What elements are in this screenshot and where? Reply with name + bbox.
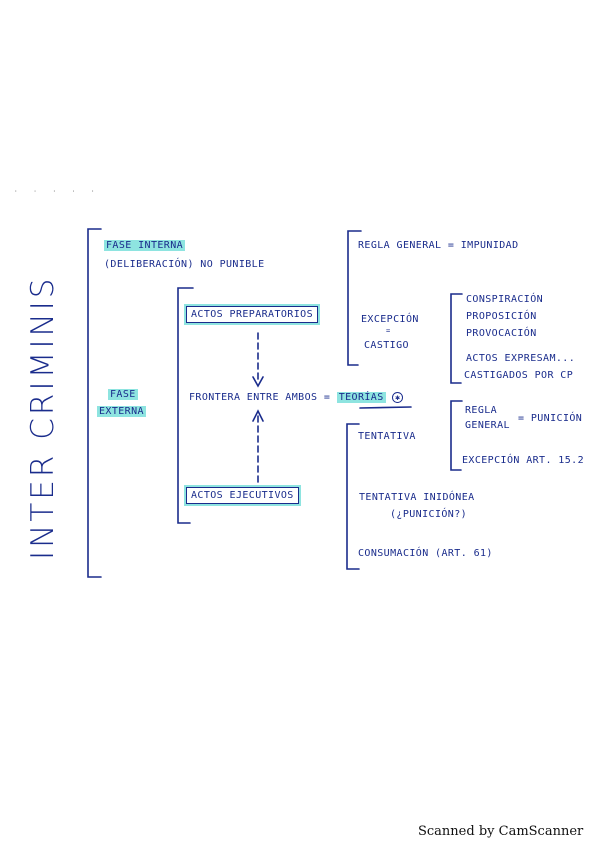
preparatorios-bracket [347, 230, 362, 366]
externa-bracket [177, 287, 194, 524]
frontera-label: FRONTERA ENTRE AMBOS = [189, 392, 331, 403]
actos-preparatorios-box: ACTOS PREPARATORIOS [186, 306, 318, 323]
castigados-cp-item: CASTIGADOS POR CP [464, 370, 574, 381]
provocacion-item: PROVOCACIÓN [466, 328, 537, 339]
fase-interna-sub: (DELIBERACIÓN) NO PUNIBLE [104, 259, 265, 270]
regla-label-1: REGLA [465, 405, 498, 416]
excepcion-equals: = [386, 327, 391, 335]
punicion-question: (¿PUNICIÓN?) [390, 509, 468, 520]
tentativa-label: TENTATIVA [358, 431, 416, 442]
arrow-up-head [252, 409, 264, 422]
fase-externa-label-2: EXTERNA [97, 406, 146, 417]
arrow-down-head [252, 376, 264, 388]
conspiracion-item: CONSPIRACIÓN [466, 294, 544, 305]
ejecutivos-bracket [346, 423, 360, 570]
excepcion-bracket [450, 293, 463, 384]
main-bracket [87, 228, 102, 578]
proposicion-item: PROPOSICIÓN [466, 311, 537, 322]
frontera-text: FRONTERA ENTRE AMBOS = TEORÍAS ✱ [189, 392, 404, 403]
teorias-label: TEORÍAS [336, 392, 386, 403]
asterisk-icon: ✱ [392, 392, 404, 403]
teorias-underline [359, 406, 412, 409]
regla-general-impunidad: REGLA GENERAL = IMPUNIDAD [358, 240, 519, 251]
excepcion-label: EXCEPCIÓN [361, 314, 419, 325]
actos-expresamente-item: ACTOS EXPRESAM... [466, 353, 576, 364]
consumacion-art-61: CONSUMACIÓN (ART. 61) [358, 548, 493, 559]
excepcion-art-15-2: EXCEPCIÓN ART. 15.2 [462, 455, 584, 466]
scanner-footer: Scanned by CamScanner [418, 824, 584, 839]
tentativa-inidonea: TENTATIVA INIDÓNEA [359, 492, 475, 503]
actos-ejecutivos-box: ACTOS EJECUTIVOS [186, 487, 299, 504]
fase-interna-label: FASE INTERNA [104, 240, 186, 251]
regla-punicion: = PUNICIÓN [518, 413, 583, 424]
fase-externa-label-1: FASE [108, 389, 138, 400]
castigo-label: CASTIGO [364, 340, 409, 351]
tentativa-bracket [450, 400, 463, 471]
scan-artifact-dots: · · · · · [14, 188, 101, 195]
regla-label-2: GENERAL [465, 420, 510, 431]
